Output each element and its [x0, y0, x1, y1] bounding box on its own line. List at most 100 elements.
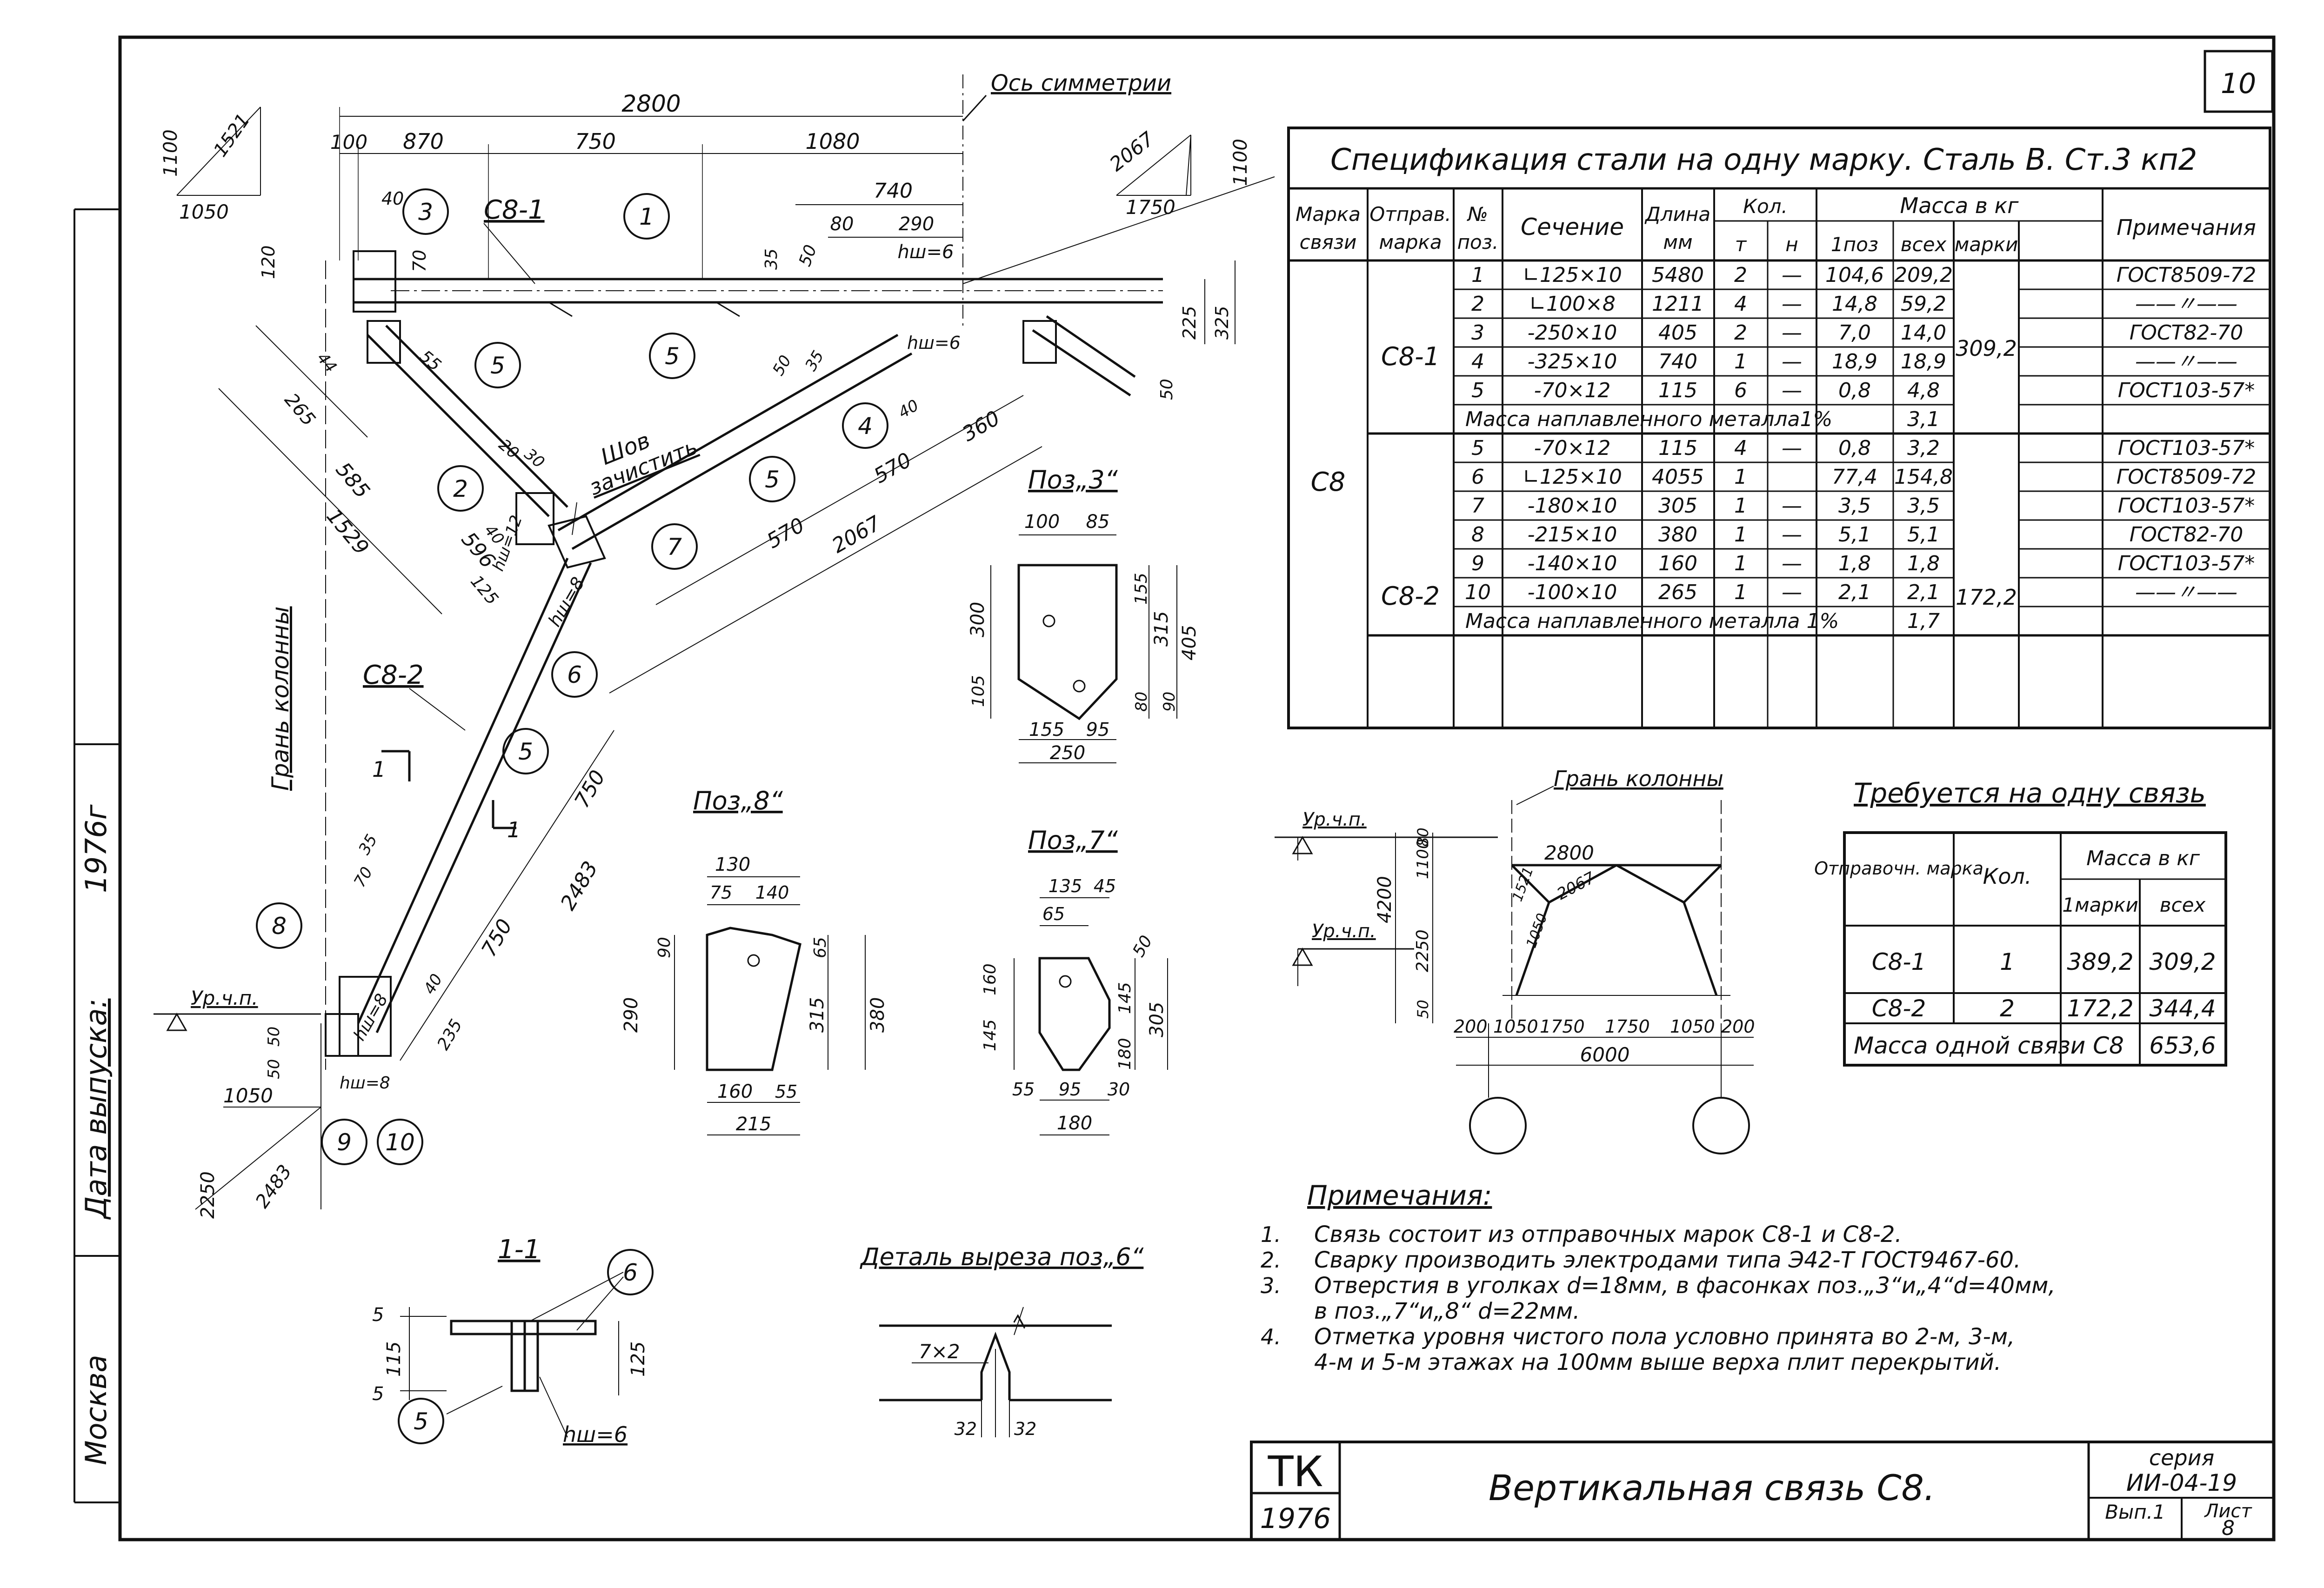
spec-cell-t: 2: [1734, 263, 1747, 287]
req-row2-qty: 2: [2000, 995, 2015, 1022]
req-total: 653,6: [2149, 1032, 2216, 1059]
detail-cutout: Деталь выреза поз„6“ 7×2 7 32 32: [860, 1243, 1144, 1439]
req-header-mass: Масса в кг: [2086, 847, 2200, 870]
issue-number: Вып.1: [2105, 1501, 2165, 1523]
elev-dim-200-right: 200: [1721, 1016, 1755, 1037]
dim-570-upper: 570: [870, 448, 915, 488]
note-3-text-1: Отверстия в уголках d=18мм, в фасонках п…: [1314, 1273, 2056, 1299]
required-table: Требуется на одну связь Отправочн. марка…: [1814, 777, 2227, 1067]
pos3-dim-105: 105: [969, 675, 988, 707]
spec-cell-m1: 5,1: [1838, 523, 1871, 547]
pos8-label: Поз„8“: [693, 786, 783, 815]
pos3-dim-90: 90: [1160, 692, 1179, 712]
spec-cell-section: ∟125×10: [1523, 263, 1622, 287]
mark-label-c8-1: С8-1: [484, 195, 545, 225]
spec-cell-note: ГОСТ82-70: [2130, 523, 2244, 547]
dim-750: 750: [575, 129, 616, 154]
spec-cell-t: 1: [1734, 494, 1747, 518]
pos8-dim-65: 65: [811, 937, 830, 958]
spec-cell-length: 265: [1658, 580, 1697, 604]
spec-cell-m1: 0,8: [1838, 436, 1871, 460]
dim-50: 50: [795, 242, 821, 269]
spec-cell-n: —: [1782, 263, 1802, 287]
callout-circle: [474, 342, 521, 388]
spec-cell-pos: 2: [1471, 292, 1484, 316]
spec-cell-t: 4: [1734, 292, 1747, 316]
dim-40-lower: 40: [420, 971, 446, 997]
city-label: Москва: [79, 1355, 113, 1466]
pos7-dim-180-v: 180: [1115, 1038, 1135, 1070]
spec-cell-length: 160: [1658, 552, 1697, 575]
callout-label: 3: [418, 199, 433, 226]
callout-circle: [437, 465, 484, 512]
spec-cell-t: 1: [1734, 465, 1747, 489]
dim-1521-left: 1521: [210, 110, 254, 161]
header-length-line2: мм: [1663, 231, 1692, 254]
callout-label: 7: [667, 534, 682, 560]
pos7-dim-145-right: 145: [1115, 982, 1135, 1014]
spec-cell-n: —: [1782, 580, 1802, 604]
pos7-dim-180-h: 180: [1057, 1113, 1092, 1134]
callout-circle: [502, 728, 549, 774]
series-label: серия: [2149, 1445, 2214, 1470]
pos3-dim-155-h: 155: [1029, 719, 1064, 741]
pos3-dim-95: 95: [1086, 719, 1110, 741]
sheet-number: 8: [2222, 1516, 2235, 1540]
ship-mark-c8-2: С8-2: [1381, 581, 1440, 611]
spec-cell-length: 5480: [1652, 263, 1704, 287]
spec-cell-n: —: [1782, 379, 1802, 402]
header-mass-mark: марки: [1955, 233, 2018, 256]
pos8-dim-130: 130: [715, 854, 750, 875]
spec-cell-note: ГОСТ8509-72: [2117, 263, 2257, 287]
spec-cell-length: 4055: [1652, 465, 1704, 489]
callout-circle: [607, 1249, 654, 1295]
spec-cell-section: -325×10: [1528, 350, 1617, 374]
req-header-qty: Кол.: [1983, 864, 2032, 889]
callout-label: 8: [272, 913, 287, 940]
callout-label: 2: [453, 475, 468, 502]
spec-cell-pos: 10: [1465, 580, 1491, 604]
pos3-dim-100: 100: [1024, 511, 1060, 533]
dim-30: 30: [521, 445, 548, 472]
dim-870: 870: [403, 129, 444, 154]
dim-2250-bottom: 2250: [197, 1171, 219, 1219]
dim-585: 585: [331, 458, 374, 503]
column-face-label: Грань колонны: [267, 607, 294, 791]
spec-cell-note: ——〃——: [2135, 292, 2237, 316]
req-header-mall: всех: [2160, 894, 2206, 916]
callout-circle: [623, 193, 670, 240]
brace-mark: С8: [1311, 467, 1346, 497]
dim-40-diag: 40: [895, 396, 922, 422]
spec-cell-mall: 3,2: [1907, 436, 1940, 460]
spec-cell-section: -70×12: [1534, 379, 1611, 402]
sec11-dim-5-top: 5: [372, 1304, 384, 1326]
cutout-dim-32-right: 32: [1014, 1419, 1036, 1439]
dim-40: 40: [381, 188, 404, 209]
spec-cell-t: 1: [1734, 350, 1747, 374]
spec-cell-pos: 7: [1471, 494, 1484, 518]
drawing-title: Вертикальная связь С8.: [1489, 1467, 1935, 1508]
dim-50-right: 50: [1157, 379, 1176, 400]
spec-cell-mall: 154,8: [1894, 465, 1953, 489]
note-2-num: 2.: [1261, 1248, 1281, 1273]
pos7-dim-95: 95: [1059, 1079, 1081, 1100]
req-row1-ship: С8-1: [1872, 948, 1926, 975]
cutout-dim-32-left: 32: [955, 1419, 977, 1439]
spec-cell-section: ∟125×10: [1523, 465, 1622, 489]
mark-mass-c8-1: 309,2: [1956, 336, 2017, 361]
spec-cell-n: —: [1782, 292, 1802, 316]
pos8-dim-160: 160: [717, 1081, 753, 1102]
note-4-text-1: Отметка уровня чистого пола условно прин…: [1314, 1324, 2015, 1350]
cutout-dim-7x2: 7×2: [919, 1340, 960, 1363]
spec-cell-m1: 7,0: [1838, 321, 1871, 345]
note-4-text-2: 4-м и 5-м этажах на 100мм выше верха пли…: [1314, 1349, 2001, 1375]
spec-cell-mall: 14,0: [1901, 321, 1946, 345]
note-4-num: 4.: [1261, 1324, 1281, 1349]
header-ship-line1: Отправ.: [1369, 203, 1451, 226]
section-mark-right: 1: [507, 817, 521, 842]
callout-label: 5: [414, 1408, 428, 1435]
spec-cell-length: 115: [1658, 436, 1697, 460]
pos8-dim-75: 75: [710, 882, 732, 903]
dim-750-upper: 750: [570, 766, 610, 812]
sec11-dim-115: 115: [383, 1341, 405, 1377]
